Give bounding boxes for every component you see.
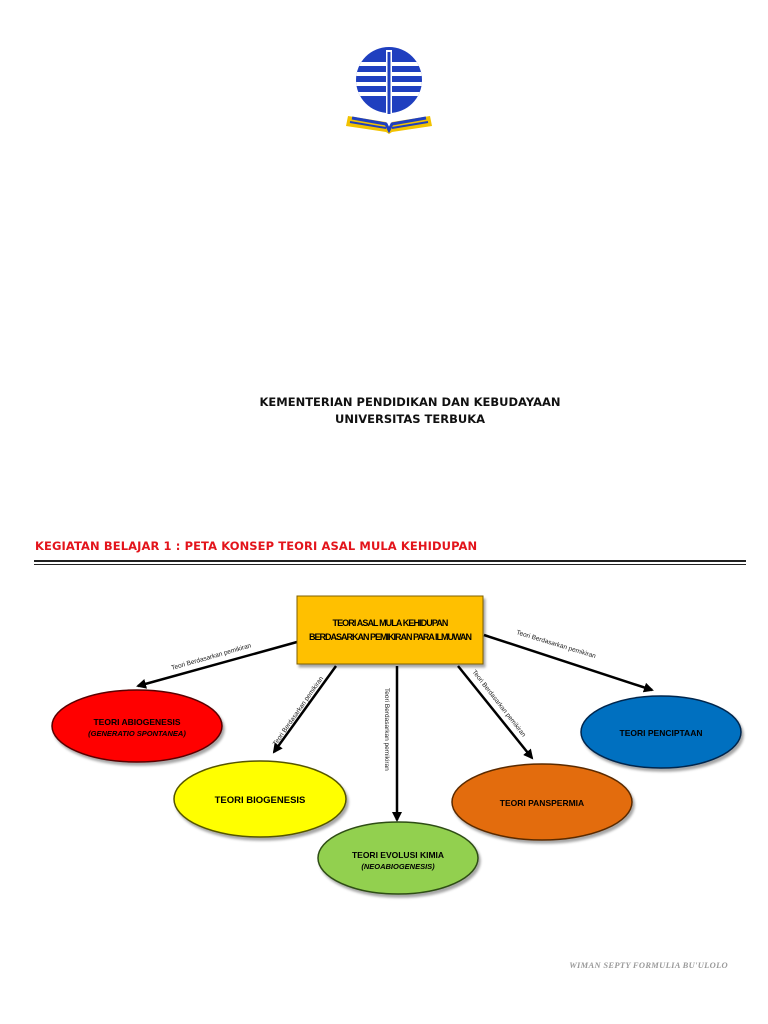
penciptaan-title: TEORI PENCIPTAAN bbox=[620, 728, 703, 738]
abiogenesis-title: TEORI ABIOGENESIS bbox=[93, 717, 180, 727]
node-biogenesis: TEORI BIOGENESIS bbox=[173, 760, 347, 838]
divider-thin bbox=[34, 564, 746, 565]
panspermia-title: TEORI PANSPERMIA bbox=[500, 798, 584, 808]
biogenesis-title: TEORI BIOGENESIS bbox=[215, 795, 306, 806]
evolusi-subtitle: (NEOABIOGENESIS) bbox=[361, 862, 435, 871]
edge-label-evolusi: Teori Berdasarkan pemikiran bbox=[383, 688, 390, 771]
arrow-to-abiogenesis bbox=[136, 640, 298, 689]
abiogenesis-subtitle: (GENERATIO SPONTANEA) bbox=[88, 729, 186, 738]
university-name: UNIVERSITAS TERBUKA bbox=[334, 412, 486, 426]
author-footer: WIMAN SEPTY FORMULIA BU'ULOLO bbox=[569, 960, 728, 970]
section-heading: KEGIATAN BELAJAR 1 : PETA KONSEP TEORI A… bbox=[35, 539, 478, 553]
edge-label-biogenesis: Teori Berdasarkan pemikiran bbox=[272, 675, 325, 747]
node-penciptaan: TEORI PENCIPTAAN bbox=[580, 695, 742, 769]
root-label-line2: BERDASARKAN PEMIKIRAN PARA ILMUWAN bbox=[309, 632, 471, 642]
arrow-to-panspermia bbox=[457, 665, 534, 760]
node-evolusi-kimia: TEORI EVOLUSI KIMIA (NEOABIOGENESIS) bbox=[317, 821, 479, 895]
node-panspermia: TEORI PANSPERMIA bbox=[451, 763, 633, 841]
concept-map: Teori Berdasarkan pemikiran Teori Berdas… bbox=[51, 595, 742, 895]
ministry-name: KEMENTERIAN PENDIDIKAN DAN KEBUDAYAAN bbox=[259, 395, 561, 409]
divider-thick bbox=[34, 560, 746, 562]
universitas-terbuka-logo-icon bbox=[346, 47, 432, 134]
organization-heading: KEMENTERIAN PENDIDIKAN DAN KEBUDAYAAN UN… bbox=[0, 394, 768, 428]
node-abiogenesis: TEORI ABIOGENESIS (GENERATIO SPONTANEA) bbox=[51, 689, 223, 763]
arrow-to-penciptaan bbox=[483, 633, 654, 693]
edge-label-panspermia: Teori Berdasarkan pemikiran bbox=[470, 669, 527, 739]
arrow-to-biogenesis bbox=[272, 665, 338, 754]
root-label-line1: TEORI ASAL MULA KEHIDUPAN bbox=[332, 618, 447, 628]
evolusi-title: TEORI EVOLUSI KIMIA bbox=[352, 850, 444, 860]
edge-label-penciptaan: Teori Berdasarkan pemikiran bbox=[515, 629, 597, 660]
root-node: TEORI ASAL MULA KEHIDUPAN BERDASARKAN PE… bbox=[296, 595, 484, 665]
